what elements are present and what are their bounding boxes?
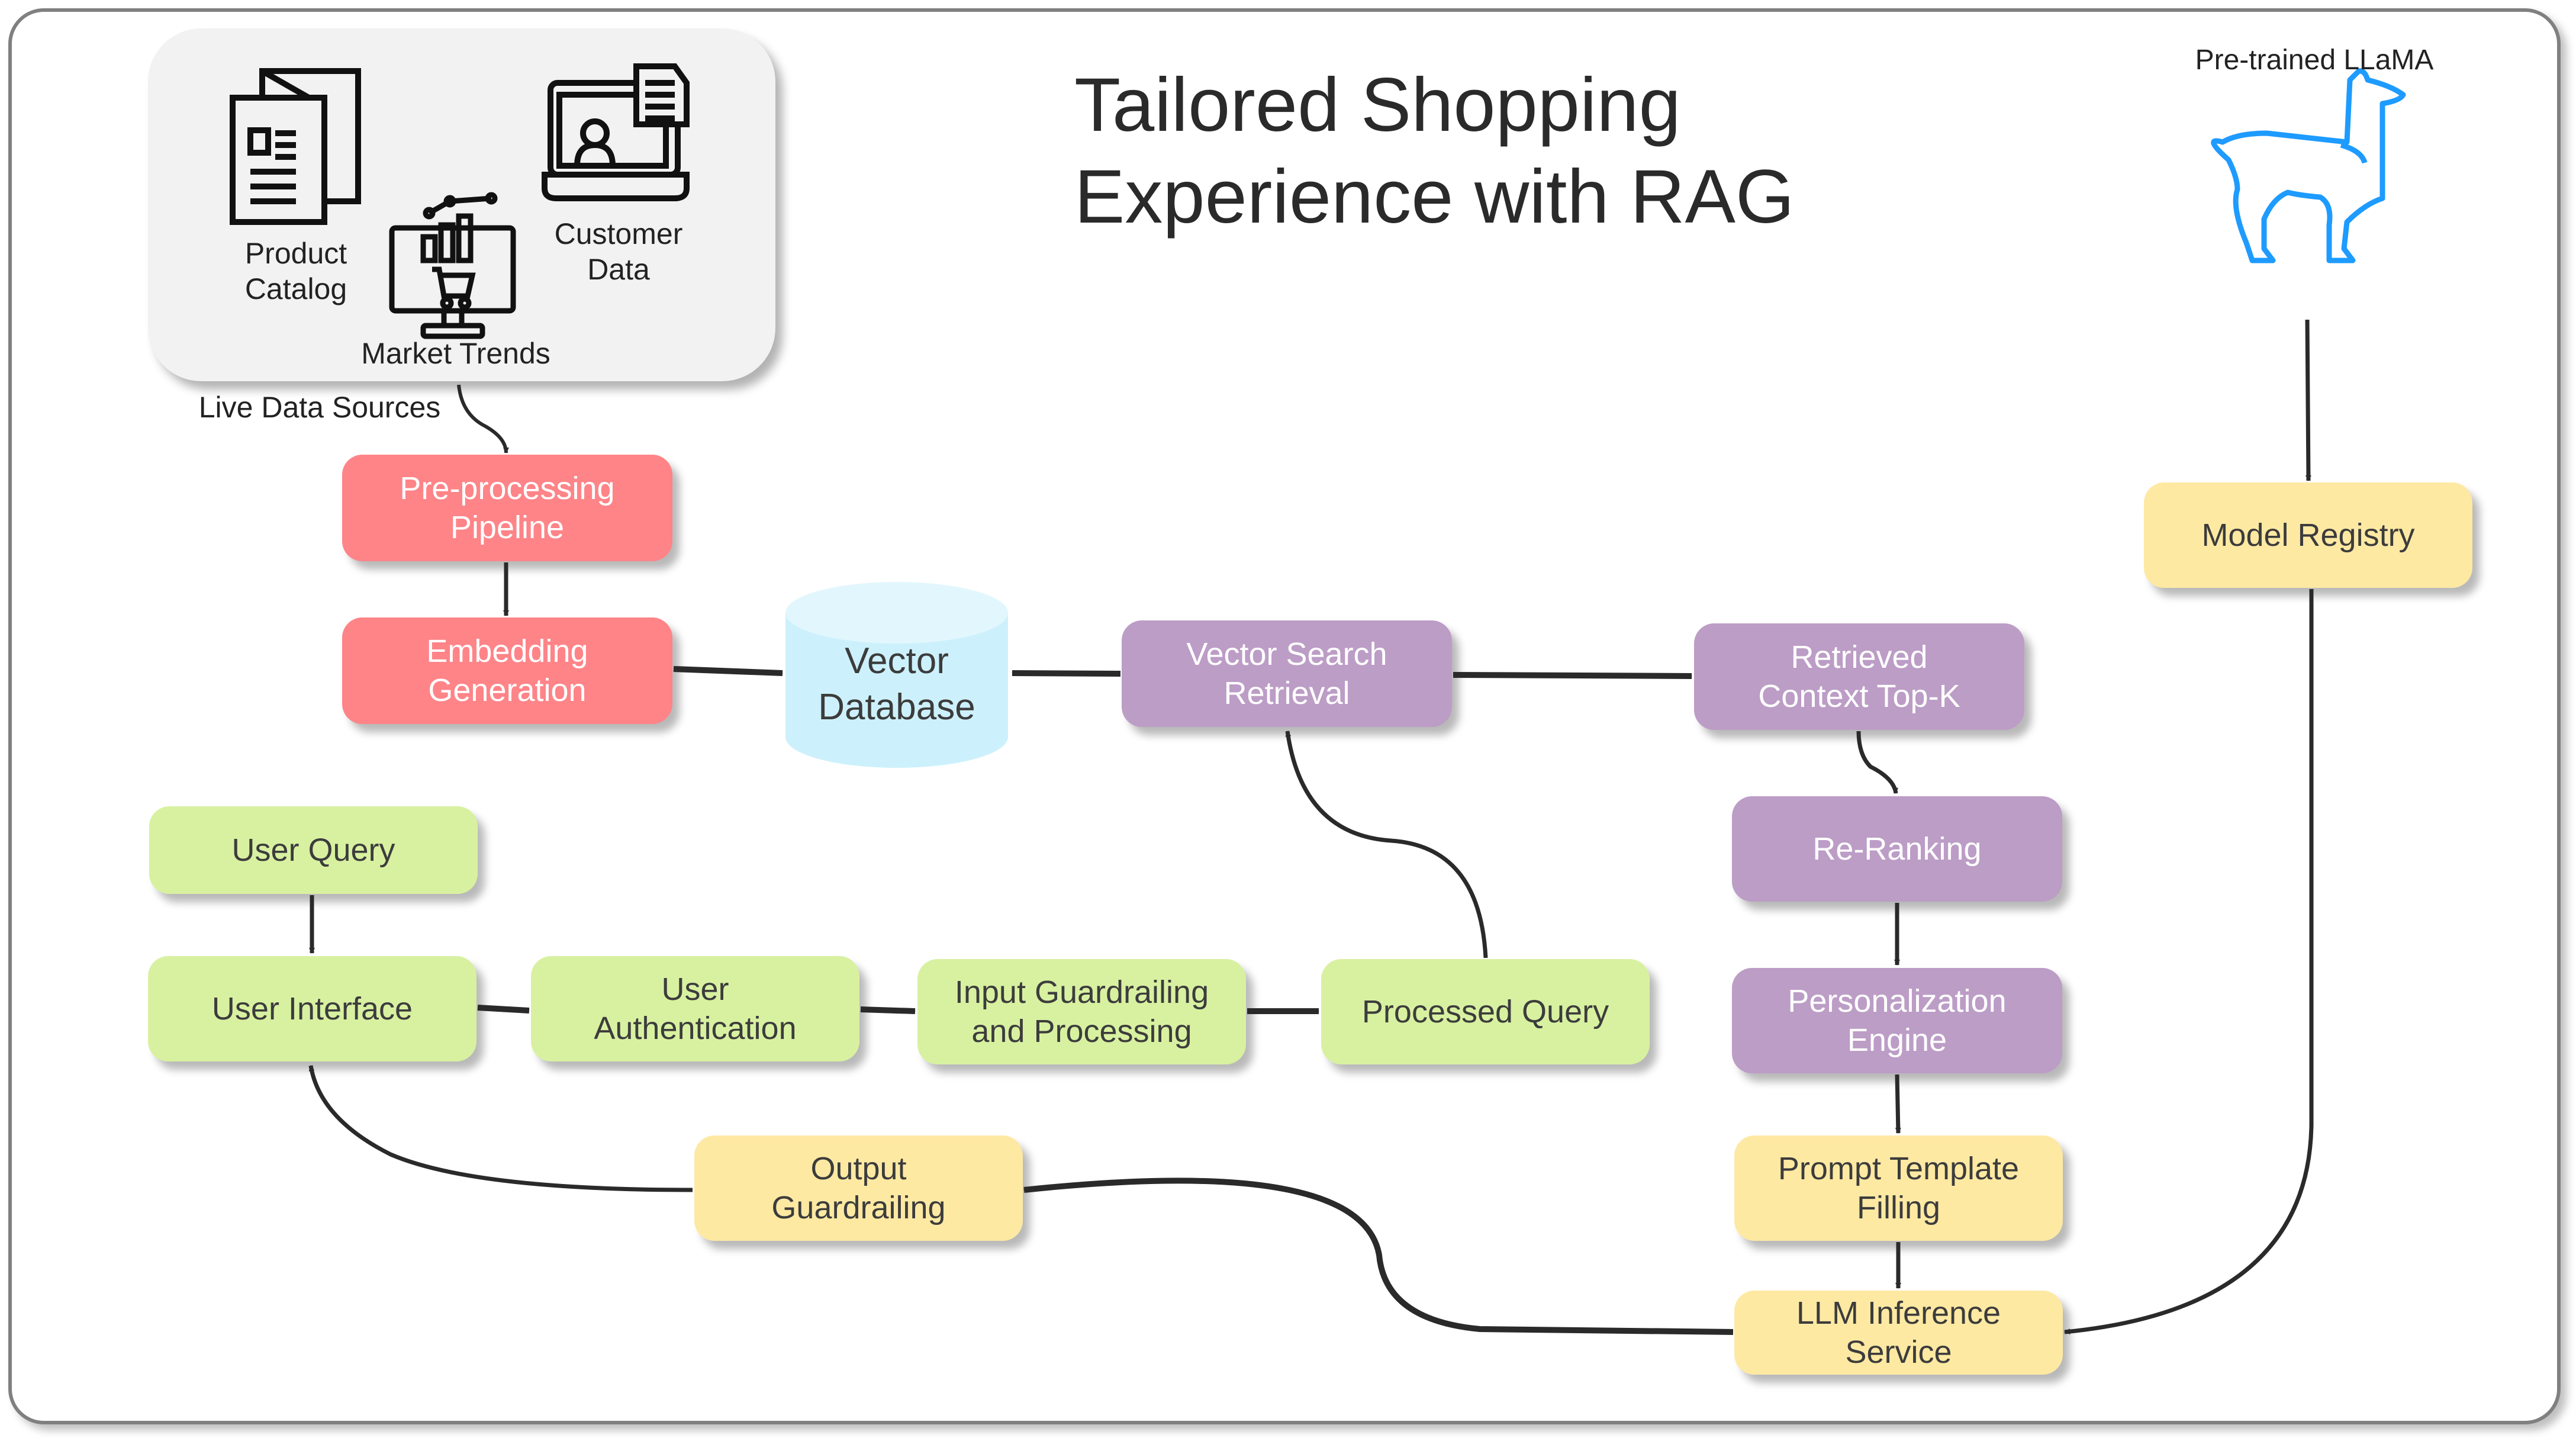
edge-retrieved-to-reranking [1856, 731, 1898, 794]
edge-vectorsearch-to-vectordb [1012, 670, 1121, 677]
edge-personalization-to-prompt [1895, 1074, 1901, 1134]
diagram-title: Tailored Shopping Experience with RAG [1074, 63, 1795, 239]
user-authentication-node[interactable]: User Authentication [531, 956, 859, 1061]
product-catalog-label: Product Catalog [244, 237, 347, 305]
edge-llama-to-registry [2305, 319, 2311, 481]
edge-llm-to-output [1023, 1178, 1734, 1335]
edge-embedding-to-vectordb [673, 666, 783, 676]
preprocessing-pipeline-node[interactable]: Pre-processing Pipeline [342, 455, 672, 561]
edge-auth-to-input [860, 1006, 916, 1014]
edge-vectorsearch-to-retrieved [1453, 672, 1692, 679]
pretrained-llama-label: Pre-trained LLaMA [2195, 44, 2434, 76]
user-query-node[interactable]: User Query [149, 806, 478, 894]
processed-query-node[interactable]: Processed Query [1321, 959, 1650, 1064]
llama-icon [2211, 68, 2406, 263]
prompt-template-node[interactable]: Prompt Template Filling [1734, 1135, 2063, 1241]
vector-search-retrieval-node[interactable]: Vector Search Retrieval [1122, 620, 1452, 727]
edge-processed-to-vectorsearch [1285, 731, 1488, 958]
embedding-generation-node[interactable]: Embedding Generation [342, 617, 672, 724]
output-guardrailing-node[interactable]: Output Guardrailing [694, 1135, 1023, 1241]
live-data-sources-label: Live Data Sources [198, 391, 441, 424]
model-registry-node[interactable]: Model Registry [2144, 482, 2472, 588]
llm-inference-service-node[interactable]: LLM Inference Service [1734, 1291, 2063, 1375]
customer-data-label: Customer Data [554, 217, 683, 286]
market-trends-label: Market Trends [361, 337, 550, 370]
vector-database-label: Vector Database [818, 641, 975, 728]
reranking-node[interactable]: Re-Ranking [1732, 796, 2062, 902]
vector-database-cylinder[interactable] [784, 580, 1009, 770]
edge-ui-to-auth [477, 1005, 530, 1014]
input-guardrailing-node[interactable]: Input Guardrailing and Processing [917, 959, 1246, 1064]
customer-data-icon [542, 63, 690, 201]
edge-sources-to-preprocessing [457, 384, 509, 453]
market-trends-icon [389, 192, 516, 339]
personalization-engine-node[interactable]: Personalization Engine [1732, 968, 2062, 1073]
user-interface-node[interactable]: User Interface [148, 956, 476, 1061]
retrieved-context-node[interactable]: Retrieved Context Top-K [1694, 623, 2024, 730]
catalog-icon [230, 68, 361, 225]
edge-registry-to-llm [2064, 589, 2314, 1335]
edge-output-to-ui [308, 1065, 693, 1192]
